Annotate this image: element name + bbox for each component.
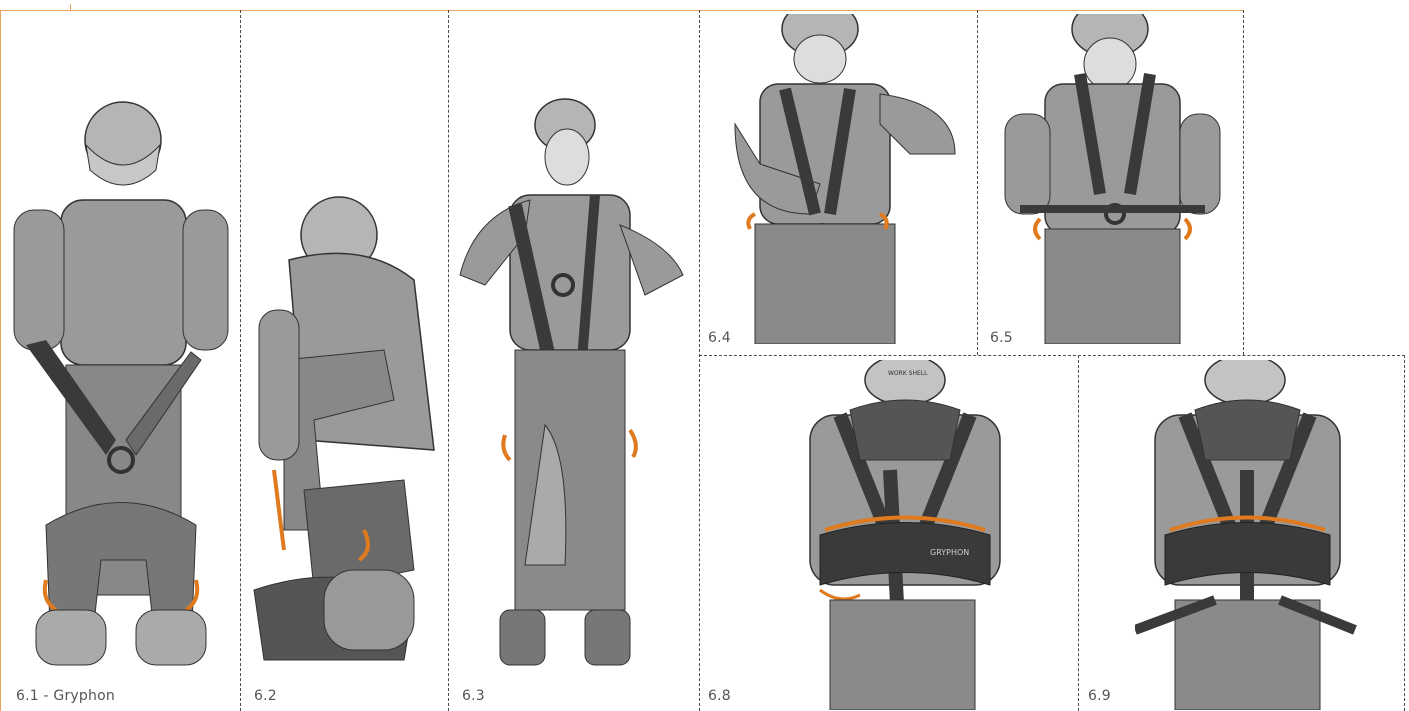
divider-3 [699, 10, 700, 711]
panel-caption-6-8: 6.8 [708, 688, 731, 704]
panel-caption-6-2: 6.2 [254, 688, 277, 704]
panel-caption-6-9: 6.9 [1088, 688, 1111, 704]
illustration-6-5 [1000, 14, 1230, 344]
illustration-6-2 [244, 190, 444, 670]
divider-1 [240, 10, 241, 711]
belt-label: GRYPHON [930, 548, 969, 557]
panel-caption-6-4: 6.4 [708, 330, 731, 346]
illustration-6-9 [1135, 360, 1360, 710]
illustration-6-8: WORK SHELL GRYPHON [780, 360, 1025, 710]
divider-6 [1078, 355, 1079, 711]
divider-h [699, 355, 1405, 356]
divider-2 [448, 10, 449, 711]
top-rule-tick [70, 4, 71, 10]
illustration-6-3 [455, 95, 690, 670]
panel-caption-6-1: 6.1 - Gryphon [16, 688, 115, 704]
helmet-label: WORK SHELL [888, 370, 928, 377]
illustration-6-1 [6, 90, 236, 680]
panel-caption-6-3: 6.3 [462, 688, 485, 704]
divider-5 [1243, 10, 1244, 355]
illustration-6-4 [730, 14, 960, 344]
left-rule [0, 10, 1, 711]
divider-7 [1404, 355, 1405, 711]
divider-4 [977, 10, 978, 355]
panel-caption-6-5: 6.5 [990, 330, 1013, 346]
top-rule [0, 10, 1244, 11]
